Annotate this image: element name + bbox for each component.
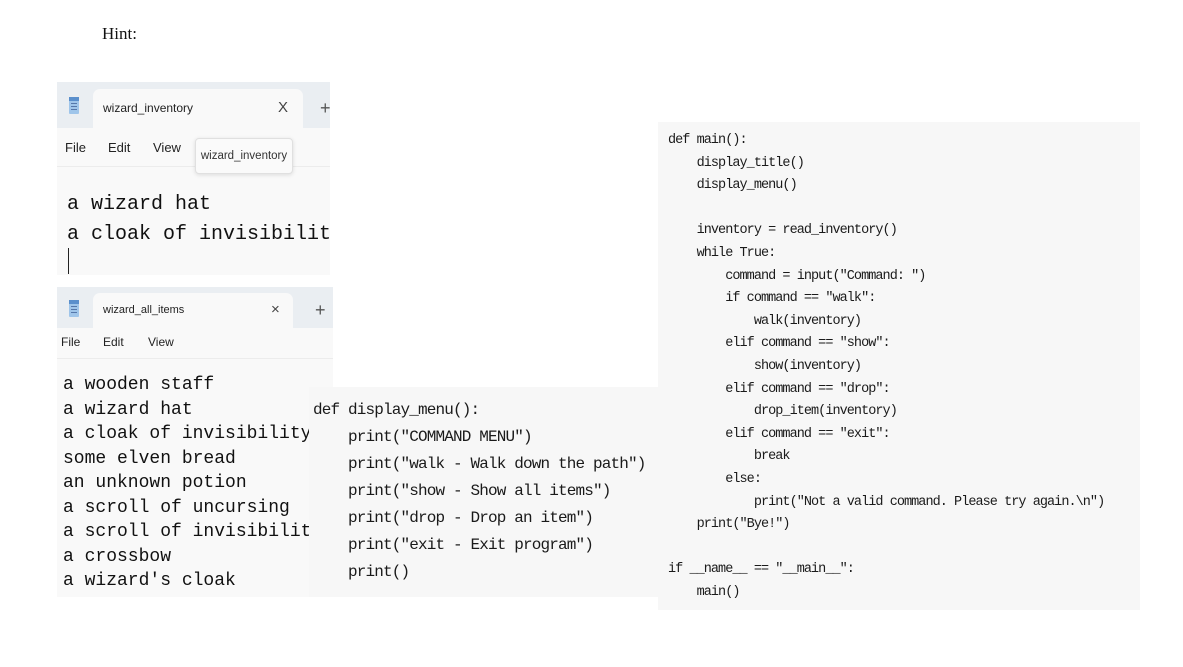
menu-file[interactable]: File (65, 140, 86, 155)
menu-edit[interactable]: Edit (103, 335, 124, 349)
notepad-window-wizard-all-items: wizard_all_items × + File Edit View a wo… (57, 287, 333, 597)
tab-tooltip: wizard_inventory (195, 138, 293, 174)
tab-wizard-all-items[interactable]: wizard_all_items × (93, 293, 293, 328)
text-cursor (68, 248, 69, 274)
new-tab-icon[interactable]: + (320, 98, 330, 118)
code-block-display-menu: def display_menu(): print("COMMAND MENU"… (309, 387, 658, 597)
tab-bar: wizard_inventory X + (57, 82, 330, 128)
text-editor-content[interactable]: a wooden staff a wizard hat a cloak of i… (63, 375, 323, 591)
tab-bar: wizard_all_items × + (57, 287, 333, 328)
code-text: def display_menu(): print("COMMAND MENU"… (313, 401, 646, 581)
menu-view[interactable]: View (148, 335, 174, 349)
close-tab-icon[interactable]: X (278, 99, 289, 116)
tab-title: wizard_inventory (103, 101, 194, 115)
code-block-main: def main(): display_title() display_menu… (658, 122, 1140, 610)
menu-edit[interactable]: Edit (108, 140, 131, 155)
tab-title: wizard_all_items (103, 304, 185, 316)
menu-bar: File Edit View (57, 328, 333, 359)
menu-view[interactable]: View (153, 140, 181, 155)
notepad-icon (69, 300, 79, 317)
menu-file[interactable]: File (61, 335, 81, 349)
code-text: def main(): display_title() display_menu… (668, 133, 1105, 600)
notepad-icon (69, 97, 79, 114)
tab-wizard-inventory[interactable]: wizard_inventory X (93, 89, 303, 128)
new-tab-icon[interactable]: + (315, 300, 326, 320)
notepad-window-wizard-inventory: wizard_inventory X + File Edit View a wi… (57, 82, 330, 275)
text-editor-content[interactable]: a wizard hat a cloak of invisibility (67, 193, 330, 246)
hint-label: Hint: (102, 24, 137, 43)
close-tab-icon[interactable]: × (271, 301, 280, 318)
